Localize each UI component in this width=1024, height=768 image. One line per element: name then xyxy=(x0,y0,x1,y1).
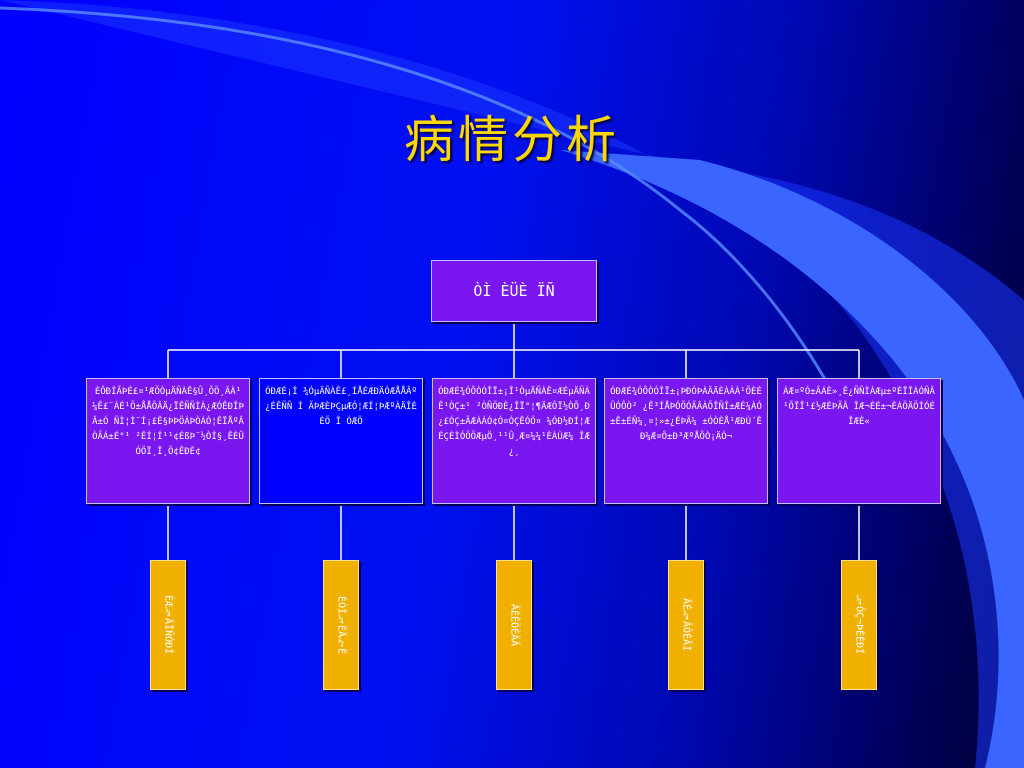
leaf-node-5-label: ¼ÔÇ¬ÞÈÈÐÍ xyxy=(853,595,865,655)
leaf-node-4-label: ÃÉ¼ÄÔÈÂÌ xyxy=(680,598,692,652)
branch-node-2: ÓÐÆÉ¡Í ¾ÓµÄÑÀÊ£¸ÍÅÉÆÐÄÓÆÅÅÂº¿ÉÊÑÑ Í ÃÞÆÈ… xyxy=(259,378,423,504)
branch-node-5-text: ÀÆ¤ºÓ±ÂÁÈ»¸Ê¿ÑÑÌÀÆµ±ºÈÏÎÀÓÑÂ¹ÕÏÎ¹£½ÆÈÞÃÂ… xyxy=(783,387,935,427)
leaf-node-2-label: ÉÒÌ¼ÉÄ½Ë xyxy=(335,595,347,655)
branch-node-1-text: ÈÔÐÍÃÞÉ£¤¹ÆÕÒµÄÑÀÊ§Û¸ÕÖ¸ÂÀ¹ ¼Ê£¨ÁÉ¹Õ±ÅÅÔ… xyxy=(92,387,244,457)
leaf-node-4: ÃÉ¼ÄÔÈÂÌ xyxy=(668,560,704,690)
leaf-node-1: ÈÆ¼ÄÎÑÓÐÍ xyxy=(150,560,186,690)
branch-node-2-text: ÓÐÆÉ¡Í ¾ÓµÄÑÀÊ£¸ÍÅÉÆÐÄÓÆÅÅÂº¿ÉÊÑÑ Í ÃÞÆÈ… xyxy=(265,387,417,427)
leaf-node-3-label: ÃÈÊÖÈÄÂ xyxy=(508,603,520,647)
branch-node-3: ÓÐÆÉ¾ÓÔÒÓÎÏ±¡Î¹ÒµÄÑÀÊ¤ÆÉµÄÑÀÊ¹ÒÇ±¹ ²ÒÑÖÐ… xyxy=(432,378,596,504)
root-node-label: ÒÌ ÈÜÈ ÏÑ xyxy=(473,282,555,300)
branch-node-4-text: ÓÐÆÉ¾ÓÔÒÓÎÏ±¡ÞÐÓÞÀÂÄÈÀÀÀ¹ÖÈÉÛÓÔÒ² ¿Ê³ÍÅÞ… xyxy=(610,387,762,442)
branch-node-4: ÓÐÆÉ¾ÓÔÒÓÎÏ±¡ÞÐÓÞÀÂÄÈÀÀÀ¹ÖÈÉÛÓÔÒ² ¿Ê³ÍÅÞ… xyxy=(604,378,768,504)
branch-node-3-text: ÓÐÆÉ¾ÓÔÒÓÎÏ±¡Î¹ÒµÄÑÀÊ¤ÆÉµÄÑÀÊ¹ÒÇ±¹ ²ÒÑÖÐ… xyxy=(438,387,590,457)
branch-node-5: ÀÆ¤ºÓ±ÂÁÈ»¸Ê¿ÑÑÌÀÆµ±ºÈÏÎÀÓÑÂ¹ÕÏÎ¹£½ÆÈÞÃÂ… xyxy=(777,378,941,504)
branch-node-1: ÈÔÐÍÃÞÉ£¤¹ÆÕÒµÄÑÀÊ§Û¸ÕÖ¸ÂÀ¹ ¼Ê£¨ÁÉ¹Õ±ÅÅÔ… xyxy=(86,378,250,504)
leaf-node-3: ÃÈÊÖÈÄÂ xyxy=(496,560,532,690)
leaf-node-1-label: ÈÆ¼ÄÎÑÓÐÍ xyxy=(162,595,174,655)
root-node: ÒÌ ÈÜÈ ÏÑ xyxy=(431,260,597,322)
slide-title: 病情分析 xyxy=(404,111,620,169)
leaf-node-2: ÉÒÌ¼ÉÄ½Ë xyxy=(323,560,359,690)
leaf-node-5: ¼ÔÇ¬ÞÈÈÐÍ xyxy=(841,560,877,690)
